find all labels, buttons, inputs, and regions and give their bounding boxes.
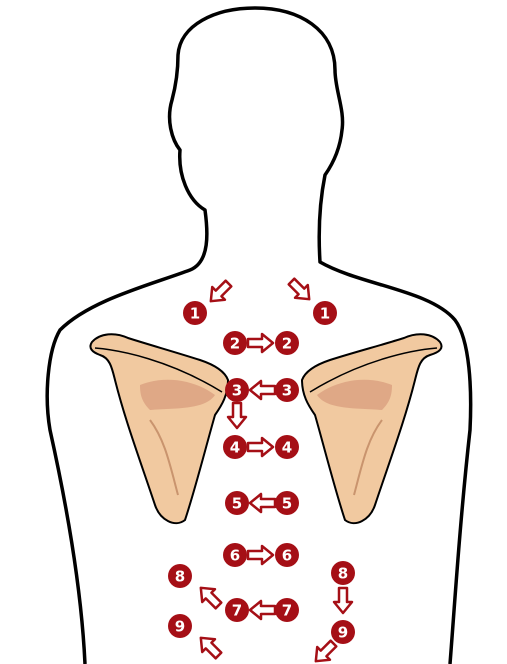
marker-label: 3 bbox=[232, 382, 242, 400]
vertebra-marker: 3 bbox=[225, 378, 249, 402]
marker-label: 8 bbox=[175, 568, 185, 586]
marker-label: 8 bbox=[338, 565, 348, 583]
marker-label: 5 bbox=[282, 495, 292, 513]
vertebra-marker: 4 bbox=[223, 435, 247, 459]
marker-label: 6 bbox=[230, 547, 240, 565]
vertebra-marker: 8 bbox=[331, 561, 355, 585]
vertebra-marker: 3 bbox=[275, 378, 299, 402]
vertebra-marker: 9 bbox=[331, 620, 355, 644]
marker-label: 1 bbox=[320, 305, 330, 323]
vertebra-marker: 7 bbox=[275, 598, 299, 622]
marker-label: 2 bbox=[282, 335, 292, 353]
vertebra-marker: 1 bbox=[183, 301, 207, 325]
marker-label: 2 bbox=[230, 335, 240, 353]
marker-label: 3 bbox=[282, 382, 292, 400]
marker-label: 4 bbox=[230, 439, 240, 457]
vertebra-marker: 1 bbox=[313, 301, 337, 325]
vertebra-marker: 9 bbox=[168, 614, 192, 638]
vertebra-marker: 5 bbox=[225, 491, 249, 515]
marker-label: 6 bbox=[282, 547, 292, 565]
vertebra-marker: 6 bbox=[223, 543, 247, 567]
marker-label: 9 bbox=[175, 618, 185, 636]
vertebra-marker: 2 bbox=[223, 331, 247, 355]
vertebra-marker: 6 bbox=[275, 543, 299, 567]
marker-label: 1 bbox=[190, 305, 200, 323]
marker-label: 5 bbox=[232, 495, 242, 513]
vertebra-marker: 4 bbox=[275, 435, 299, 459]
vertebra-marker: 8 bbox=[168, 564, 192, 588]
vertebra-marker: 2 bbox=[275, 331, 299, 355]
marker-label: 4 bbox=[282, 439, 292, 457]
marker-label: 7 bbox=[232, 602, 242, 620]
marker-label: 9 bbox=[338, 624, 348, 642]
marker-label: 7 bbox=[282, 602, 292, 620]
vertebra-marker: 7 bbox=[225, 598, 249, 622]
vertebra-marker: 5 bbox=[275, 491, 299, 515]
